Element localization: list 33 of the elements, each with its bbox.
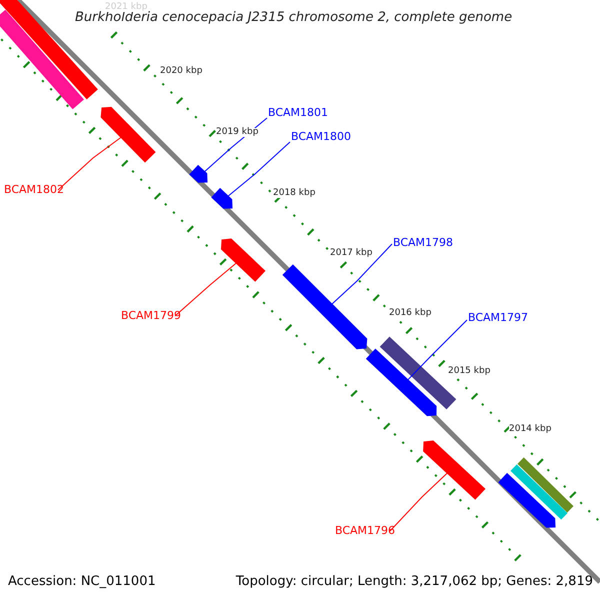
leader-line	[407, 320, 468, 380]
gene-label: BCAM1801	[268, 107, 328, 118]
scale-label: 2017 kbp	[330, 249, 372, 258]
scale-label: 2016 kbp	[389, 309, 432, 318]
title: Burkholderia cenocepacia J2315 chromosome 2, complete genome	[75, 11, 512, 24]
leader-line	[390, 472, 448, 532]
scale-label: 2015 kbp	[448, 367, 490, 376]
gene-label: BCAM1800	[291, 131, 352, 142]
gene-bar	[282, 264, 368, 350]
gene-label: BCAM1798	[393, 237, 454, 248]
gene-bar	[518, 457, 574, 513]
gene-label: BCAM1802	[4, 184, 64, 195]
gene-bar	[189, 164, 208, 183]
scale-label: 2019 kbp	[216, 128, 258, 137]
gene-bar	[100, 106, 156, 163]
gene-label: BCAM1799	[121, 310, 182, 321]
gene-bar	[498, 472, 556, 528]
gene-label: BCAM1796	[335, 525, 396, 536]
leader-line	[58, 136, 122, 190]
scale-label: 2014 kbp	[509, 425, 552, 434]
gene-bar	[211, 188, 233, 209]
gene-bar	[510, 464, 568, 520]
gene-label: BCAM1797	[468, 312, 528, 323]
gene-bar	[220, 238, 266, 282]
genome-info-text: Topology: circular; Length: 3,217,062 bp; Genes: 2,819	[236, 575, 593, 588]
gene-bar	[423, 440, 486, 500]
scale-label: 2020 kbp	[160, 67, 202, 76]
gene-bar	[366, 348, 437, 416]
leader-line	[174, 262, 237, 316]
leader-line	[331, 244, 392, 305]
leader-line	[228, 142, 290, 197]
accession-text: Accession: NC_011001	[8, 575, 156, 588]
scale-label: 2018 kbp	[273, 189, 316, 198]
